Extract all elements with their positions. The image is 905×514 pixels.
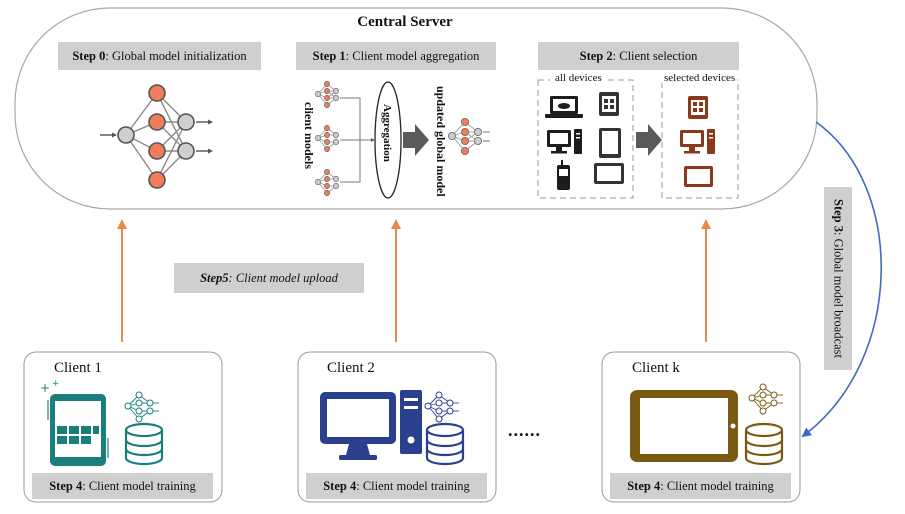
tablet-app-icon — [599, 92, 619, 116]
step-0-number: Step 0 — [72, 48, 106, 63]
step-2-label: Step 2: Client selection — [538, 42, 739, 70]
aggregation-output-arrow — [403, 124, 429, 156]
all-devices-label: all devices — [550, 72, 607, 84]
central-server-title: Central Server — [357, 14, 453, 30]
selected-devices-label: selected devices — [662, 72, 738, 84]
client-model-icon — [315, 81, 339, 108]
step-1-number: Step 1 — [312, 48, 346, 63]
client-models-label: client models — [302, 102, 316, 169]
client-1-tablet-icon: + + — [40, 379, 109, 466]
step-3-label: Step 3: Global model broadcast — [824, 187, 852, 370]
svg-text:+: + — [40, 381, 50, 395]
step-5-label: Step5: Client model upload — [174, 263, 364, 293]
client-2-model-icon — [424, 391, 459, 423]
client-2-database-icon — [425, 422, 465, 466]
updated-global-model-label: updated global model — [434, 86, 448, 197]
client-1-model-icon — [124, 391, 159, 423]
step-0-text: : Global model initialization — [105, 48, 247, 63]
client-2-name: Client 2 — [327, 360, 375, 376]
updated-global-model-icon — [448, 118, 490, 155]
client-1-name: Client 1 — [54, 360, 102, 376]
selected-landscape-tablet-icon — [684, 166, 713, 187]
client-2-desktop-icon — [320, 390, 422, 460]
tablet-icon — [599, 128, 621, 158]
laptop-icon — [545, 96, 583, 118]
client-2-step-text: : Client model training — [356, 478, 470, 493]
clients-ellipsis: ...... — [508, 420, 541, 440]
client-1-database-icon — [124, 422, 164, 466]
client-k-tablet-icon — [630, 390, 738, 462]
client-k-model-icon — [748, 383, 783, 415]
step-2-text: : Client selection — [612, 48, 698, 63]
aggregation-ellipse — [374, 81, 402, 199]
client-1-step-number: Step 4 — [49, 478, 83, 493]
step-2-number: Step 2 — [579, 48, 613, 63]
selected-desktop-icon — [680, 129, 715, 154]
step-1-text: : Client model aggregation — [345, 48, 480, 63]
client-1-step-4-label: Step 4: Client model training — [32, 473, 213, 499]
svg-text:+: + — [52, 379, 60, 389]
step-5-number: Step5 — [200, 270, 229, 285]
aggregation-label: Aggregation — [381, 104, 393, 162]
client-k-step-number: Step 4 — [627, 478, 661, 493]
mobile-phone-icon — [557, 160, 570, 190]
step-5-text: : Client model upload — [228, 270, 338, 285]
client-2-step-4-label: Step 4: Client model training — [306, 473, 487, 499]
client-k-step-text: : Client model training — [660, 478, 774, 493]
step-3-number: Step 3 — [831, 198, 846, 232]
landscape-tablet-icon — [594, 163, 624, 184]
selection-arrow — [636, 124, 662, 156]
client-model-icon — [315, 169, 339, 196]
client-k-database-icon — [744, 422, 784, 466]
desktop-icon — [547, 129, 582, 154]
step-3-text: : Global model broadcast — [831, 231, 846, 358]
all-devices-box — [537, 79, 634, 199]
broadcast-arrow — [801, 121, 882, 438]
client-k-step-4-label: Step 4: Client model training — [610, 473, 791, 499]
client-model-icon — [315, 125, 339, 152]
client-2-step-number: Step 4 — [323, 478, 357, 493]
selected-tablet-app-icon — [688, 96, 708, 119]
global-model-network-icon — [100, 84, 214, 189]
step-0-label: Step 0: Global model initialization — [58, 42, 261, 70]
step-1-label: Step 1: Client model aggregation — [296, 42, 496, 70]
client-k-name: Client k — [632, 360, 680, 376]
client-1-step-text: : Client model training — [82, 478, 196, 493]
aggregation-bracket — [340, 97, 375, 183]
selected-devices-box — [661, 79, 739, 199]
